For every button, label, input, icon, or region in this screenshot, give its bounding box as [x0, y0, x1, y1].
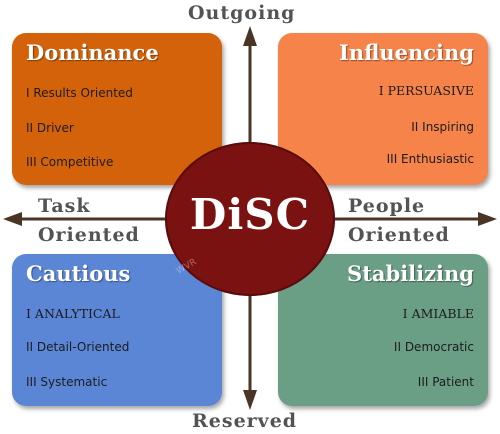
cautious-title: Cautious	[26, 261, 131, 286]
dominance-quadrant: Dominance I Results Oriented II Driver I…	[12, 33, 222, 185]
dominance-title: Dominance	[26, 40, 159, 65]
stabilizing-quadrant: Stabilizing I AMIABLE II Democratic III …	[278, 254, 488, 406]
dominance-trait-2: II Driver	[26, 121, 74, 135]
stabilizing-trait-2: II Democratic	[393, 340, 474, 354]
arrow-up-icon	[243, 26, 257, 46]
cautious-trait-1: I ANALYTICAL	[26, 306, 120, 321]
disc-center-label: DiSC	[189, 190, 311, 239]
influencing-trait-1: I PERSUASIVE	[378, 83, 474, 98]
stabilizing-title: Stabilizing	[347, 261, 474, 286]
cautious-trait-2: II Detail-Oriented	[26, 340, 130, 354]
disc-center-circle	[165, 142, 335, 296]
dominance-trait-1: I Results Oriented	[26, 86, 133, 100]
axis-label-bottom: Reserved	[192, 410, 298, 432]
influencing-trait-2: II Inspiring	[411, 120, 474, 134]
cautious-trait-3: III Systematic	[26, 375, 108, 389]
stabilizing-trait-3: III Patient	[417, 375, 474, 389]
axis-label-left-line2: Oriented	[38, 224, 140, 246]
influencing-quadrant: Influencing I PERSUASIVE II Inspiring II…	[278, 33, 488, 185]
arrow-right-icon	[478, 212, 497, 226]
stabilizing-trait-1: I AMIABLE	[402, 306, 474, 321]
arrow-down-icon	[243, 390, 257, 410]
influencing-title: Influencing	[339, 40, 474, 65]
axis-label-right-line1: People	[348, 195, 426, 217]
axis-label-top: Outgoing	[188, 2, 296, 24]
axis-label-left-line1: Task	[38, 195, 91, 217]
dominance-trait-3: III Competitive	[26, 155, 114, 169]
cautious-quadrant: Cautious I ANALYTICAL II Detail-Oriented…	[12, 254, 222, 406]
arrow-left-icon	[3, 212, 22, 226]
axis-label-right-line2: Oriented	[348, 224, 450, 246]
influencing-trait-3: III Enthusiastic	[386, 152, 474, 166]
